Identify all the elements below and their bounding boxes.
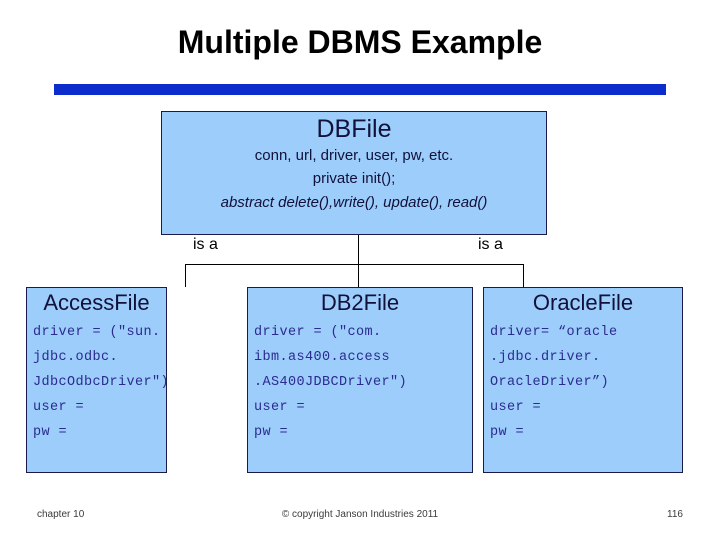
code-line: jdbc.odbc. — [33, 349, 119, 365]
inheritance-line-right — [523, 264, 524, 287]
class-attributes-dbfile: conn, url, driver, user, pw, etc. — [254, 147, 454, 164]
code-line: driver= “oracle — [490, 324, 618, 340]
code-line: pw = — [254, 424, 289, 440]
code-block-accessfile: driver = ("sun. jdbc.odbc. JdbcOdbcDrive… — [27, 320, 170, 445]
code-line: JdbcOdbcDriver") — [33, 374, 170, 390]
class-name-oraclefile: OracleFile — [532, 290, 634, 315]
code-line: driver = ("com. — [254, 324, 382, 340]
inheritance-line-horizontal — [185, 264, 524, 265]
footer-chapter-label: chapter 10 — [37, 509, 85, 520]
code-block-oraclefile: driver= “oracle .jdbc.driver. OracleDriv… — [484, 320, 682, 445]
class-name-accessfile: AccessFile — [43, 290, 150, 315]
title-divider-bar — [54, 84, 666, 95]
code-line: user = — [254, 399, 306, 415]
inheritance-line-left — [185, 264, 186, 287]
code-line: pw = — [33, 424, 68, 440]
code-block-db2file: driver = ("com. ibm.as400.access .AS400J… — [248, 320, 472, 445]
footer-copyright-label: © copyright Janson Industries 2011 — [281, 509, 439, 520]
code-line: .AS400JDBCDriver") — [254, 374, 408, 390]
class-method-init-dbfile: private init(); — [312, 170, 396, 188]
relationship-label-right: is a — [478, 236, 503, 253]
code-line: ibm.as400.access — [254, 349, 391, 365]
code-line: user = — [33, 399, 85, 415]
class-name-dbfile: DBFile — [316, 115, 392, 143]
class-abstract-methods-dbfile: abstract delete(),write(), update(), rea… — [220, 193, 488, 211]
page-title: Multiple DBMS Example — [177, 24, 543, 60]
class-box-dbfile: DBFile conn, url, driver, user, pw, etc.… — [161, 111, 547, 235]
class-box-db2file: DB2File driver = ("com. ibm.as400.access… — [247, 287, 473, 473]
code-line: user = — [490, 399, 542, 415]
code-line: driver = ("sun. — [33, 324, 161, 340]
footer-page-number: 116 — [667, 509, 683, 520]
class-box-accessfile: AccessFile driver = ("sun. jdbc.odbc. Jd… — [26, 287, 170, 473]
class-name-db2file: DB2File — [320, 290, 400, 315]
code-line: .jdbc.driver. — [490, 349, 601, 365]
relationship-label-left: is a — [193, 236, 218, 253]
class-box-oraclefile: OracleFile driver= “oracle .jdbc.driver.… — [483, 287, 683, 473]
code-line: OracleDriver”) — [490, 374, 610, 390]
inheritance-line-center — [358, 235, 359, 287]
code-line: pw = — [490, 424, 525, 440]
